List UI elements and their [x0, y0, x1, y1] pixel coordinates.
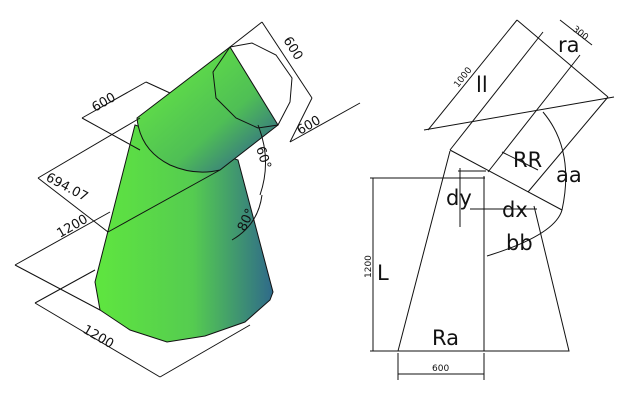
- cylinder-end-cap: [212, 42, 293, 129]
- dim-angle-60: 60°: [252, 145, 273, 172]
- intersection-edge: [107, 169, 221, 233]
- label-aa: aa: [556, 163, 582, 187]
- label-Ra: Ra: [432, 326, 459, 350]
- cone-body: [94, 124, 274, 343]
- label-dx: dx: [502, 198, 528, 222]
- dim-cyl-length: 600: [280, 34, 306, 63]
- schematic-view: [370, 19, 615, 380]
- cut-line: [449, 149, 563, 211]
- cylinder-body: [136, 46, 279, 173]
- dim-height-1200: 1200: [364, 255, 374, 278]
- dimension-lines: [14, 21, 361, 378]
- dim-cyl-diameter: 600: [90, 90, 119, 115]
- cylinder-right-edge: [527, 96, 609, 193]
- label-bb: bb: [506, 231, 533, 255]
- label-L: L: [377, 261, 389, 285]
- label-dy: dy: [446, 186, 472, 210]
- isometric-view: 600 600 600 694.07 1200 1200 60° 80°: [14, 21, 361, 378]
- label-ll: ll: [476, 73, 488, 97]
- label-ra: ra: [558, 33, 580, 57]
- dim-cyl-end: 600: [295, 113, 324, 138]
- label-RR: RR: [513, 148, 542, 172]
- dim-cone-base: 1200: [80, 322, 116, 352]
- dim-cone-height: 1200: [55, 212, 91, 242]
- dim-base-600: 600: [432, 364, 449, 374]
- cylinder-left-edge: [449, 31, 544, 151]
